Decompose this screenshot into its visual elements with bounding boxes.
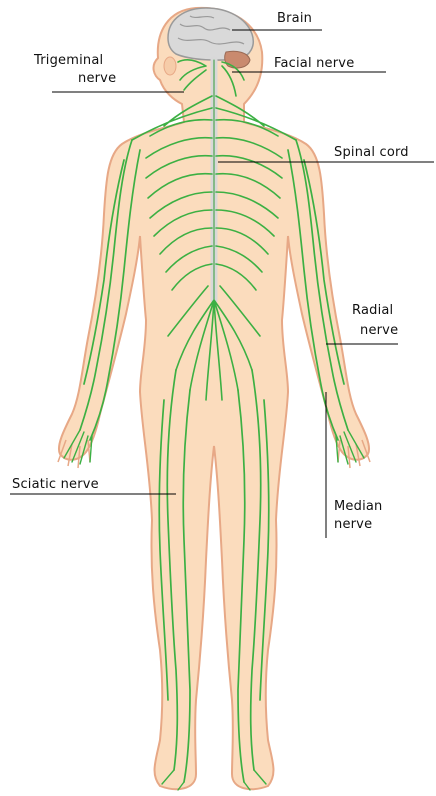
label-radial-line2: nerve	[360, 323, 398, 338]
label-spinal-cord: Spinal cord	[334, 145, 409, 160]
label-median-line2: nerve	[334, 517, 372, 532]
ear	[164, 57, 176, 75]
label-median-line1: Median	[334, 499, 382, 514]
label-trigeminal-line2: nerve	[78, 71, 116, 86]
label-facial-nerve: Facial nerve	[274, 56, 354, 71]
label-radial-line1: Radial	[352, 303, 393, 318]
label-brain: Brain	[277, 11, 312, 26]
label-trigeminal-line1: Trigeminal	[33, 53, 103, 68]
label-sciatic-nerve: Sciatic nerve	[12, 477, 99, 492]
